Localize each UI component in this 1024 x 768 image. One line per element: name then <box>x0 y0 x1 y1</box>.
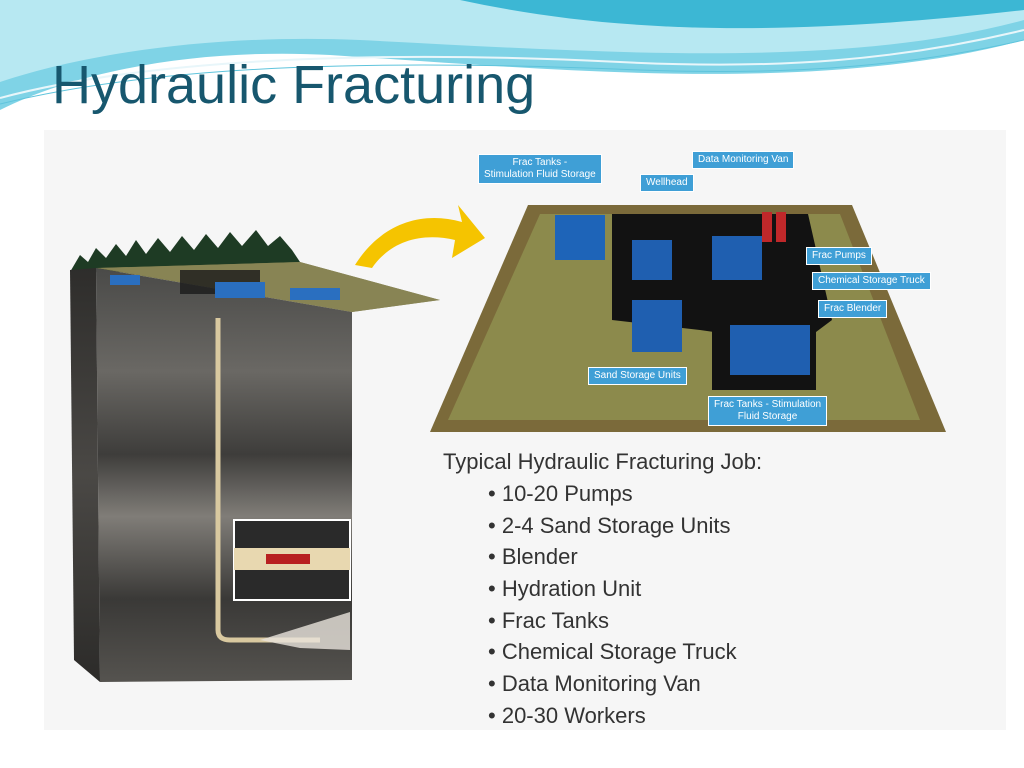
job-list: 10-20 Pumps 2-4 Sand Storage Units Blend… <box>488 478 737 732</box>
callout-frac-tanks-top: Frac Tanks - Stimulation Fluid Storage <box>478 154 602 184</box>
callout-frac-tanks-bottom: Frac Tanks - Stimulation Fluid Storage <box>708 396 828 426</box>
callout-frac-pumps: Frac Pumps <box>806 247 872 265</box>
callout-wellhead: Wellhead <box>640 174 694 192</box>
list-item: Blender <box>488 541 737 573</box>
callout-data-van: Data Monitoring Van <box>692 151 795 169</box>
tree-line <box>70 230 300 272</box>
callout-frac-blender: Frac Blender <box>818 300 888 318</box>
list-item: Hydration Unit <box>488 573 737 605</box>
zoom-arrow <box>355 205 485 268</box>
list-item: Frac Tanks <box>488 605 737 637</box>
well-pad <box>430 205 946 432</box>
list-item: Chemical Storage Truck <box>488 636 737 668</box>
callout-sand-storage: Sand Storage Units <box>588 367 687 385</box>
list-item: 2-4 Sand Storage Units <box>488 510 737 542</box>
header-swoosh <box>0 0 1024 110</box>
earth-cross-section <box>70 262 440 682</box>
list-item: 20-30 Workers <box>488 700 737 732</box>
callout-chemical-truck: Chemical Storage Truck <box>812 272 931 290</box>
list-item: Data Monitoring Van <box>488 668 737 700</box>
list-item: 10-20 Pumps <box>488 478 737 510</box>
slide-title: Hydraulic Fracturing <box>52 55 536 115</box>
job-heading: Typical Hydraulic Fracturing Job: <box>443 449 763 474</box>
